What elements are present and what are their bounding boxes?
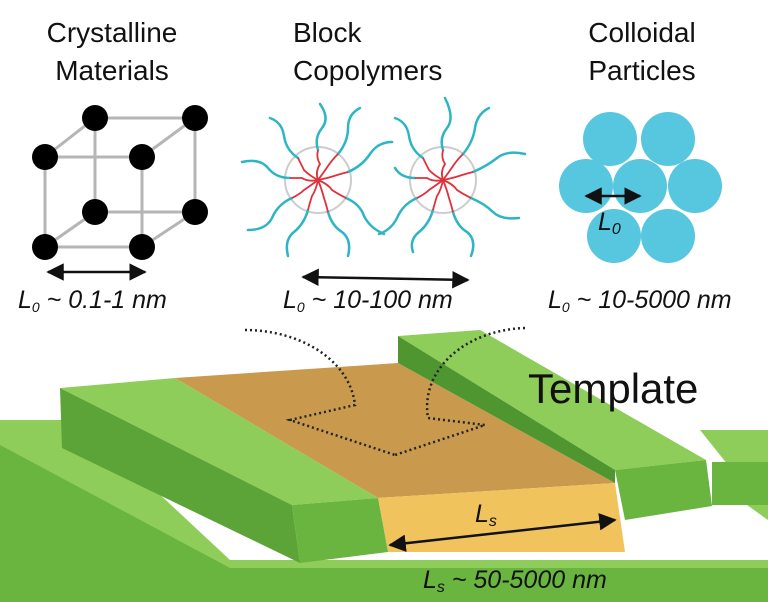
right-ridge-front — [615, 460, 712, 520]
crystalline-title-line1: Crystalline — [47, 17, 178, 48]
left-ridge-top — [60, 378, 378, 505]
micelle-left — [240, 102, 394, 258]
base-slab-front — [0, 445, 768, 602]
left-ridge-side — [60, 388, 300, 563]
crystalline-panel: Crystalline Materials L0 ~ 0.1-1 nm — [18, 17, 208, 315]
deposition-arrows — [244, 326, 526, 457]
copolymer-scale-label: L0 ~ 10-100 nm — [283, 286, 453, 315]
ls-arrow — [388, 513, 617, 552]
template-substrate — [0, 330, 768, 602]
copolymer-panel: Block Copolymers — [240, 17, 527, 315]
template-label: Template — [528, 365, 698, 412]
crystal-atoms — [32, 105, 208, 260]
ls-inner-label: Ls — [475, 500, 497, 530]
colloid-inner-label: L0 — [598, 208, 621, 238]
base-right-front — [712, 462, 768, 505]
colloid-title-line1: Colloidal — [588, 17, 695, 48]
colloid-particles — [559, 112, 722, 263]
right-funnel-arrow — [394, 326, 526, 457]
crystalline-title-line2: Materials — [55, 55, 169, 86]
colloid-scale-label: L0 ~ 10-5000 nm — [548, 286, 732, 315]
crystal-scale-label: L0 ~ 0.1-1 nm — [18, 286, 167, 315]
colloid-title-line2: Particles — [588, 55, 695, 86]
micelle-right — [377, 96, 527, 258]
copolymer-title-line1: Block — [293, 17, 362, 48]
copolymer-title-line2: Copolymers — [293, 55, 442, 86]
trench-floor — [175, 363, 615, 498]
right-ridge-top — [398, 330, 706, 470]
ls-scale-label: Ls ~ 50-5000 nm — [423, 566, 607, 596]
right-ridge-inner-wall — [398, 336, 615, 483]
crystal-lattice — [43, 116, 197, 249]
left-ridge-front — [292, 498, 388, 563]
colloid-panel: Colloidal Particles L0 L0 ~ 10-5000 nm — [548, 17, 732, 315]
copolymer-l0-arrow — [301, 268, 470, 289]
